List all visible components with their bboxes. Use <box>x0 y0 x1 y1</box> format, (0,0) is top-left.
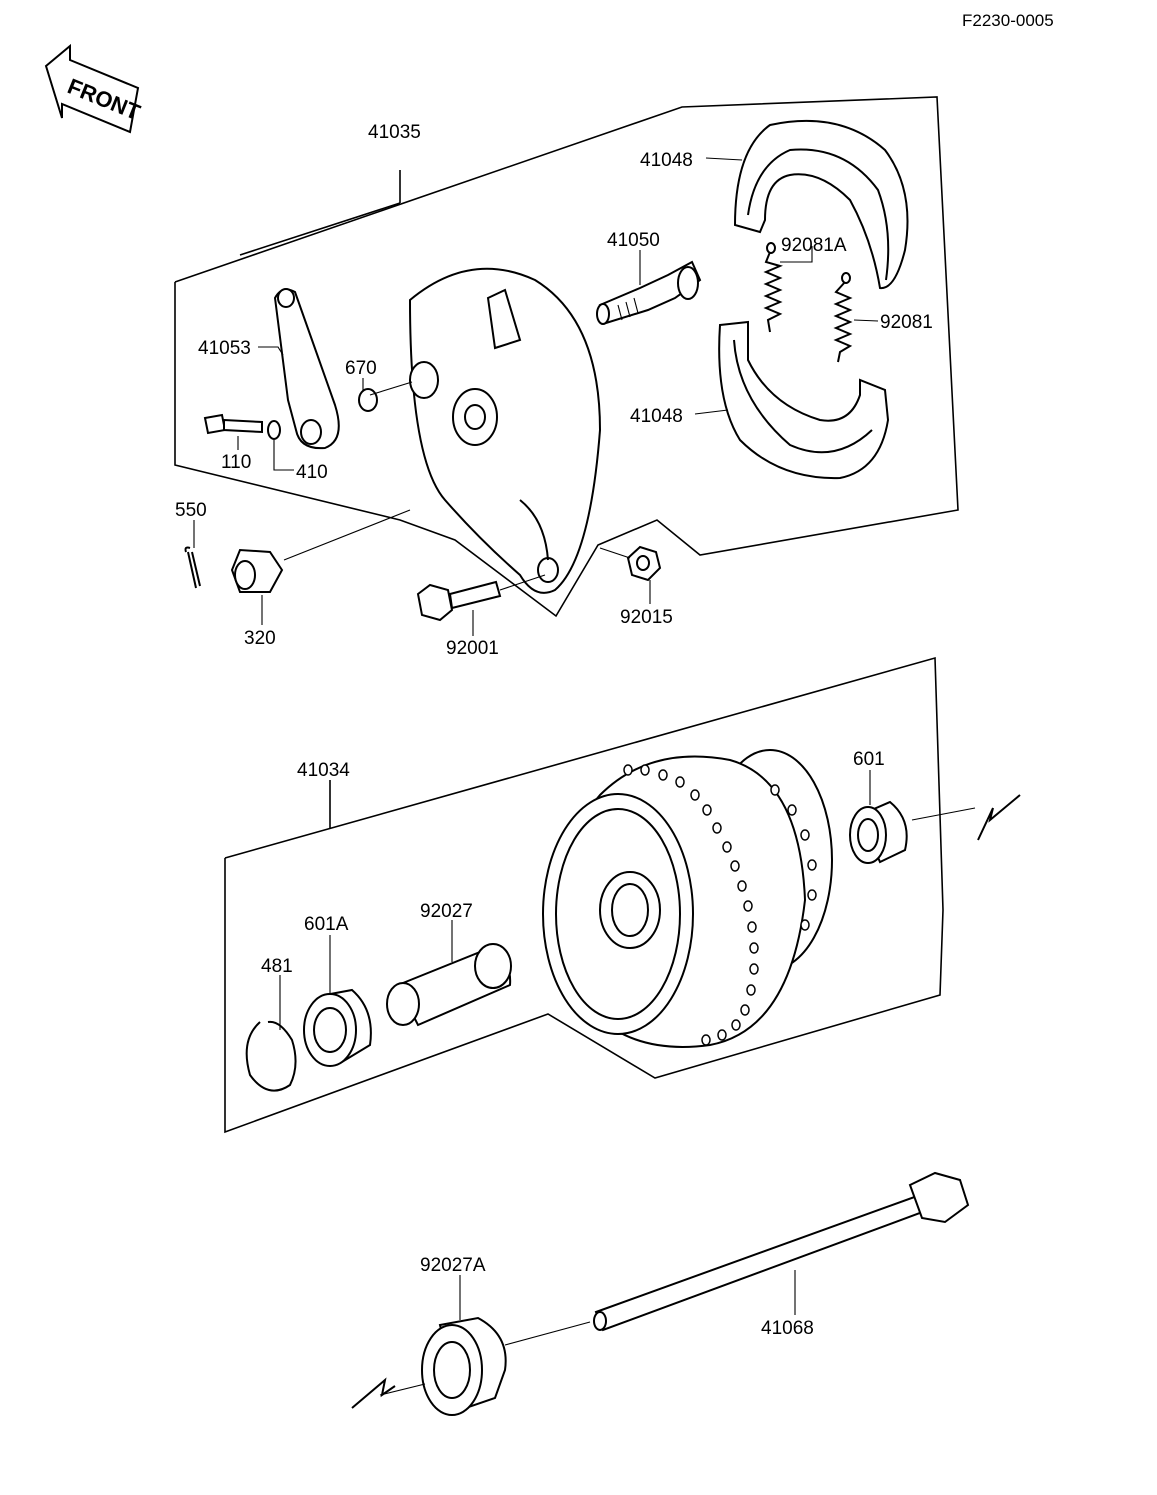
brake-cam-part <box>596 260 702 325</box>
bolt-92001-part <box>416 580 502 622</box>
label-92027A: 92027A <box>420 1255 486 1276</box>
label-41053: 41053 <box>198 338 251 359</box>
label-41035: 41035 <box>368 122 421 143</box>
label-110: 110 <box>221 452 251 473</box>
bearing-601A-part <box>303 988 372 1067</box>
label-41050: 41050 <box>607 230 660 251</box>
front-direction-arrow-icon: FRONT <box>44 43 144 134</box>
brake-shoe-bottom-part <box>718 320 890 480</box>
label-601A: 601A <box>304 914 349 935</box>
spring-92081-part <box>833 272 853 363</box>
brake-lever-part <box>273 288 340 450</box>
label-92081A: 92081A <box>781 235 847 256</box>
wheel-hub-part <box>542 749 833 1048</box>
bolt-110-part <box>203 413 263 435</box>
brake-shoe-top-part <box>733 119 909 290</box>
cotter-pin-550-part <box>184 546 201 589</box>
label-550: 550 <box>175 500 207 521</box>
label-41034: 41034 <box>297 760 350 781</box>
brake-panel-part <box>408 267 602 594</box>
spring-92081A-part <box>763 242 783 333</box>
label-92027: 92027 <box>420 901 473 922</box>
axle-leader-lines <box>351 1270 796 1409</box>
hub-holes <box>623 764 817 1046</box>
ring-670-part <box>358 388 378 412</box>
label-481: 481 <box>261 956 293 977</box>
label-92015: 92015 <box>620 607 673 628</box>
spacer-92027-part <box>386 943 512 1027</box>
castle-nut-320-part <box>230 548 284 593</box>
collar-92027A-part <box>421 1316 507 1416</box>
document-code: F2230-0005 <box>962 11 1054 30</box>
label-320: 320 <box>244 628 276 649</box>
washer-410-part <box>267 420 281 440</box>
label-670: 670 <box>345 358 377 379</box>
snap-ring-481-part <box>245 1020 297 1092</box>
nut-92015-part <box>626 545 662 582</box>
axle-41068-part <box>593 1171 970 1332</box>
label-41068: 41068 <box>761 1318 814 1339</box>
brake-panel-assembly-outline <box>174 96 959 618</box>
wheel-hub-assembly-outline <box>224 656 944 1134</box>
bearing-601-part <box>849 800 908 864</box>
brake-leader-lines <box>193 157 879 636</box>
label-41048-bottom: 41048 <box>630 406 683 427</box>
hub-axis-lines <box>911 794 1021 841</box>
label-92081: 92081 <box>880 312 933 333</box>
label-92001: 92001 <box>446 638 499 659</box>
label-601: 601 <box>853 749 885 770</box>
hub-leader-lines <box>279 770 871 1030</box>
label-410: 410 <box>296 462 328 483</box>
label-41048-top: 41048 <box>640 150 693 171</box>
